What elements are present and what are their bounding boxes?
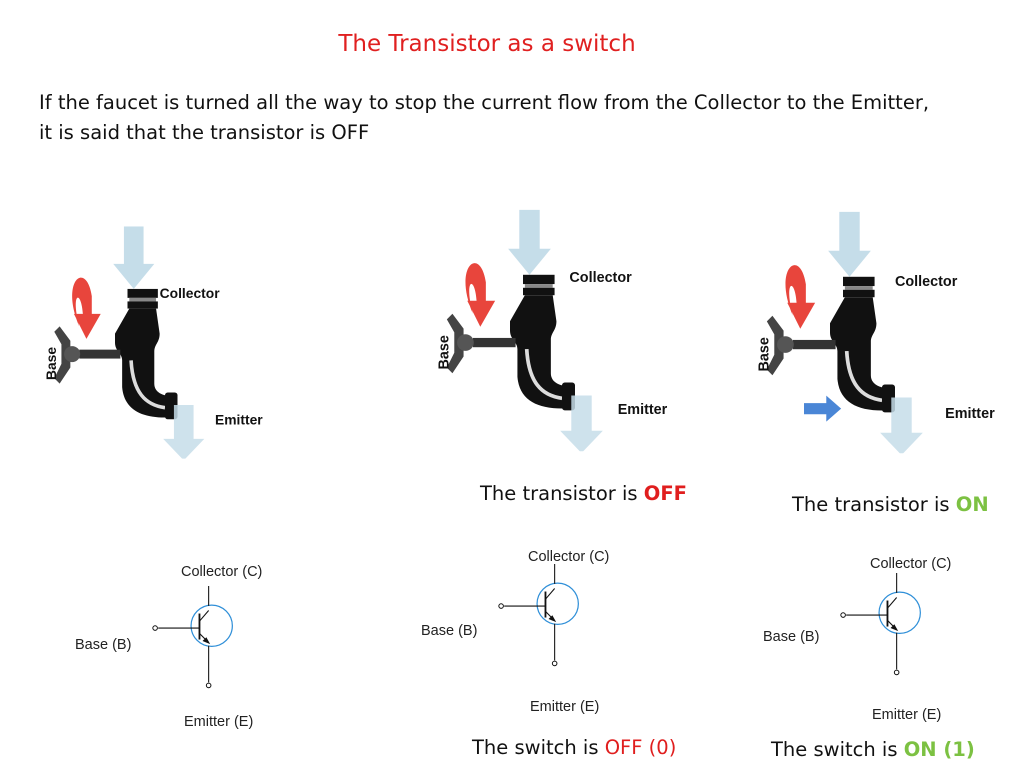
switch-on-state: ON (1) (903, 738, 975, 761)
faucet-emitter-label: Emitter (945, 406, 995, 422)
faucet-collector-label: Collector (160, 285, 221, 301)
switch-off-caption: The switch is OFF (0) (472, 736, 676, 759)
caption-prefix: The switch is (472, 736, 605, 759)
faucet-icon: Collector Emitter Base (43, 220, 263, 465)
switch-off-state: OFF (0) (604, 736, 677, 759)
faucet-base-label: Base (437, 335, 453, 369)
faucet-emitter-label: Emitter (215, 412, 263, 428)
base-label: Base (B) (421, 623, 477, 639)
off-state-label: OFF (643, 482, 687, 505)
caption-prefix: The switch is (771, 738, 904, 761)
slide-title: The Transistor as a switch (338, 31, 636, 57)
transistor-on-caption: The transistor is ON (792, 493, 989, 516)
faucet-icon: Collector Emitter Base (757, 205, 995, 460)
faucet-collector-label: Collector (569, 270, 632, 286)
transistor-schematic-1: Collector (C) Base (B) Emitter (E) (75, 564, 262, 730)
caption-prefix: The transistor is (792, 493, 956, 516)
faucet-base-label: Base (757, 337, 773, 371)
description-line-1: If the faucet is turned all the way to s… (39, 91, 930, 114)
faucet-collector-label: Collector (895, 274, 958, 290)
emitter-label: Emitter (E) (872, 707, 941, 723)
switch-on-caption: The switch is ON (1) (771, 738, 975, 761)
description-line-2: it is said that the transistor is OFF (39, 121, 370, 144)
faucet-base-label: Base (43, 347, 59, 380)
faucet-emitter-label: Emitter (618, 402, 668, 418)
collector-label: Collector (C) (181, 564, 262, 580)
faucet-diagram-on: Collector Emitter Base (752, 205, 1012, 460)
collector-label: Collector (C) (870, 556, 951, 572)
emitter-label: Emitter (E) (184, 714, 253, 730)
transistor-off-caption: The transistor is OFF (480, 482, 687, 505)
caption-prefix: The transistor is (480, 482, 644, 505)
base-label: Base (B) (75, 637, 131, 653)
description-text: If the faucet is turned all the way to s… (39, 88, 999, 148)
flow-arrow-icon (804, 395, 842, 422)
transistor-schematic-off: Collector (C) Base (B) Emitter (E) (421, 549, 609, 715)
on-state-label: ON (955, 493, 989, 516)
collector-label: Collector (C) (528, 549, 609, 565)
faucet-diagram-1: Collector Emitter Base (40, 220, 290, 465)
faucet-diagram-off: Collector Emitter Base (432, 203, 692, 458)
faucet-icon: Collector Emitter Base (437, 203, 668, 458)
transistor-schematic-on: Collector (C) Base (B) Emitter (E) (763, 556, 951, 723)
base-label: Base (B) (763, 629, 819, 645)
emitter-label: Emitter (E) (530, 699, 599, 715)
